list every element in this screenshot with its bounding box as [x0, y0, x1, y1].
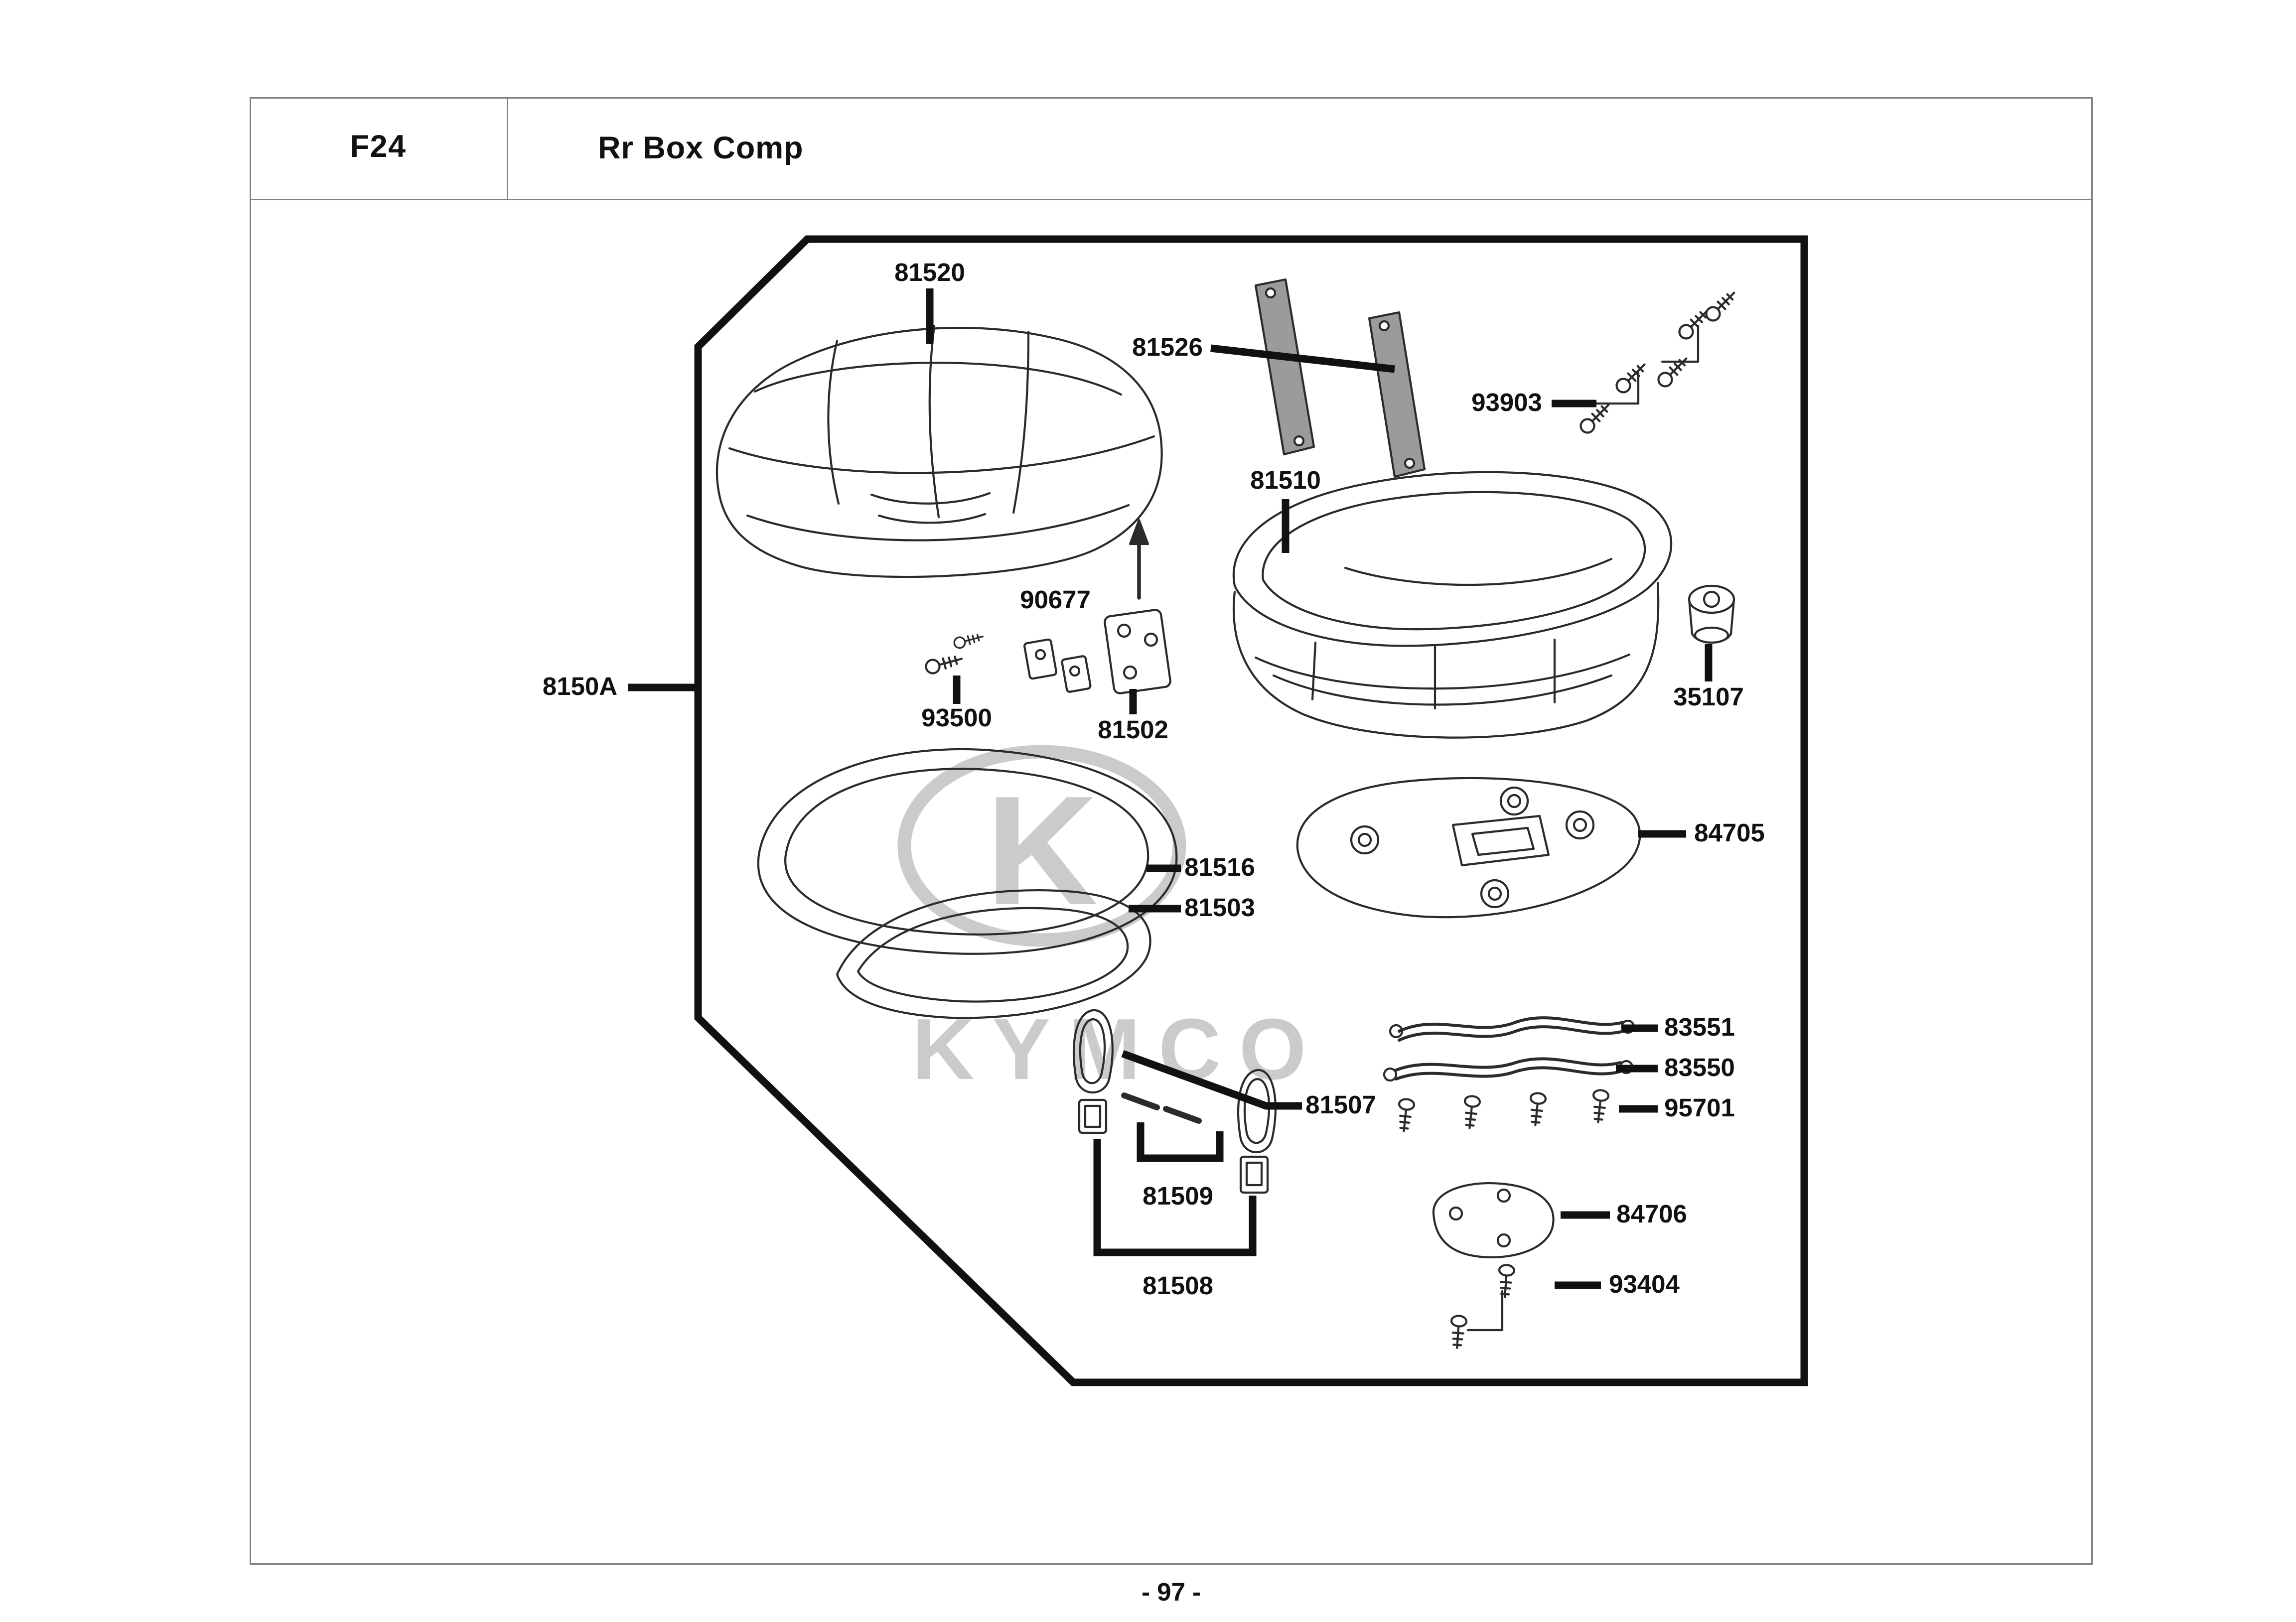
- strap-83550-drawing: [1383, 1057, 1634, 1082]
- part-label-93903: 93903: [1471, 389, 1542, 417]
- bracket-81509: [1137, 1122, 1224, 1162]
- part-label-8150A: 8150A: [542, 673, 618, 701]
- part-label-84706: 84706: [1616, 1200, 1687, 1228]
- part-label-81507: 81507: [1305, 1091, 1376, 1119]
- bracket-81508: [1093, 1139, 1257, 1256]
- part-label-81503: 81503: [1184, 894, 1255, 922]
- part-label-95701: 95701: [1664, 1094, 1735, 1122]
- part-label-84705: 84705: [1694, 819, 1765, 847]
- strap-83551-drawing: [1389, 1016, 1635, 1042]
- plate-84706-drawing: [1432, 1182, 1555, 1258]
- hinge-pins-81509-drawing: [1121, 1092, 1202, 1124]
- bolts-93404-drawing: [1449, 1264, 1514, 1348]
- page-border: [250, 97, 2093, 1565]
- part-label-81508: 81508: [1143, 1272, 1213, 1300]
- lock-knob-35107-drawing: [1688, 584, 1735, 644]
- hinge-hooks-81507-drawing: [1072, 1009, 1277, 1194]
- part-label-81509: 81509: [1143, 1182, 1213, 1211]
- part-label-83551: 83551: [1664, 1013, 1735, 1042]
- part-label-81520: 81520: [894, 259, 965, 287]
- part-label-93500: 93500: [921, 704, 992, 732]
- part-label-81510: 81510: [1250, 466, 1321, 495]
- box-body-81510-drawing: [1232, 471, 1673, 739]
- page-number: - 97 -: [1141, 1578, 1201, 1607]
- part-label-35107: 35107: [1673, 683, 1744, 711]
- diagram-frame: [694, 235, 1808, 1386]
- screw-93500-drawing: [924, 630, 985, 675]
- section-code: F24: [350, 130, 407, 164]
- leader-81526: [1210, 344, 1395, 373]
- part-label-81502: 81502: [1098, 716, 1168, 744]
- part-label-81526: 81526: [1132, 333, 1203, 362]
- lock-plate-81502-drawing: [1104, 519, 1171, 694]
- mount-straps-81526-drawing: [1254, 278, 1426, 478]
- screws-93903-drawing: [1578, 288, 1739, 435]
- section-code-box: F24: [250, 97, 508, 199]
- watermark-brand-text: KYMCO: [912, 1000, 1324, 1097]
- leader-81507: [1121, 1050, 1302, 1110]
- gasket-81503-drawing: [836, 889, 1151, 1019]
- bolts-95701-drawing: [1396, 1089, 1609, 1132]
- page-title: Rr Box Comp: [598, 132, 804, 166]
- seal-ring-81516-drawing: [757, 748, 1178, 955]
- part-label-90677: 90677: [1020, 586, 1091, 614]
- clips-90677-drawing: [1023, 638, 1092, 693]
- part-label-83550: 83550: [1664, 1054, 1735, 1082]
- box-lid-81520-drawing: [716, 324, 1163, 578]
- base-plate-84705-drawing: [1296, 777, 1641, 919]
- part-label-81516: 81516: [1184, 853, 1255, 882]
- header-divider: [250, 199, 2093, 200]
- part-label-93404: 93404: [1609, 1270, 1680, 1299]
